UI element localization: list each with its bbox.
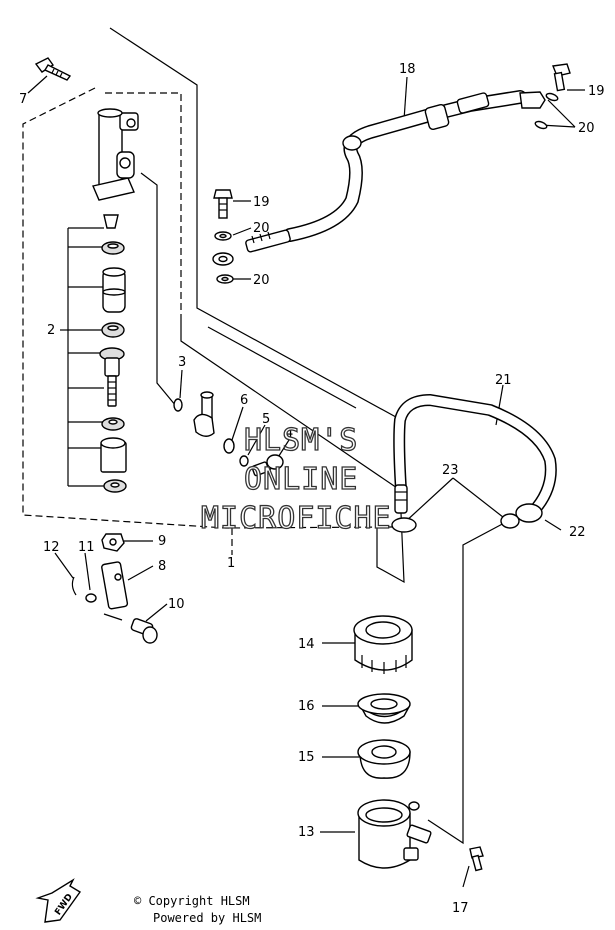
piston-kit-icon [99,214,127,493]
dashed-outline [22,87,394,555]
callout-6: 6 [240,393,248,408]
callout-20-upper-right: 20 [578,121,595,136]
callout-22: 22 [569,525,586,540]
watermark-line-2: ONLINE [244,462,358,497]
copyright-block: © Copyright HLSM Powered by HLSM [134,894,261,925]
powered-by-text: Powered by HLSM [153,911,261,925]
callout-15: 15 [298,750,315,765]
callout-2: 2 [47,323,55,338]
callout-20-lower: 20 [253,273,270,288]
brake-hose-icon [245,90,546,253]
callout-9: 9 [158,534,166,549]
callout-11: 11 [78,540,95,555]
hose-fitting-icon [173,391,284,477]
callout-20: 20 [253,221,270,236]
callout-12: 12 [43,540,60,555]
watermark-line-1: HLSM'S [244,423,358,458]
leader-lines [27,27,585,888]
watermark: HLSM'S ONLINE MICROFICHE [200,422,392,536]
callout-7: 7 [19,92,27,107]
callout-19: 19 [253,195,270,210]
bolt-icon [34,57,72,81]
union-bolt-icon [212,63,571,284]
callout-14: 14 [298,637,315,652]
callout-5: 5 [262,412,270,427]
callout-3: 3 [178,355,186,370]
fwd-arrow-icon: FWD [35,878,82,923]
callout-23: 23 [442,463,459,478]
reservoir-hose-icon [391,393,557,533]
callout-4: 4 [285,426,293,441]
callout-16: 16 [298,699,315,714]
callout-13: 13 [298,825,315,840]
callout-18: 18 [399,62,416,77]
copyright-text: © Copyright HLSM [134,894,250,908]
callout-10: 10 [168,597,185,612]
callout-8: 8 [158,559,166,574]
reservoir-tank-icon [357,799,432,869]
diaphragm-icon [357,739,411,779]
reservoir-cap-icon [353,615,413,674]
callout-17: 17 [452,901,469,916]
watermark-line-3: MICROFICHE [201,501,392,536]
callout-19-upper-right: 19 [588,84,605,99]
callout-21: 21 [495,373,512,388]
diaphragm-plate-icon [357,693,411,724]
callout-labels: 1 2 3 4 5 6 7 8 9 10 11 12 13 14 15 16 1… [19,62,605,916]
master-cylinder-icon [92,108,139,201]
callout-1: 1 [227,556,235,571]
screw-icon [469,846,484,872]
clevis-assembly-icon [71,533,158,644]
